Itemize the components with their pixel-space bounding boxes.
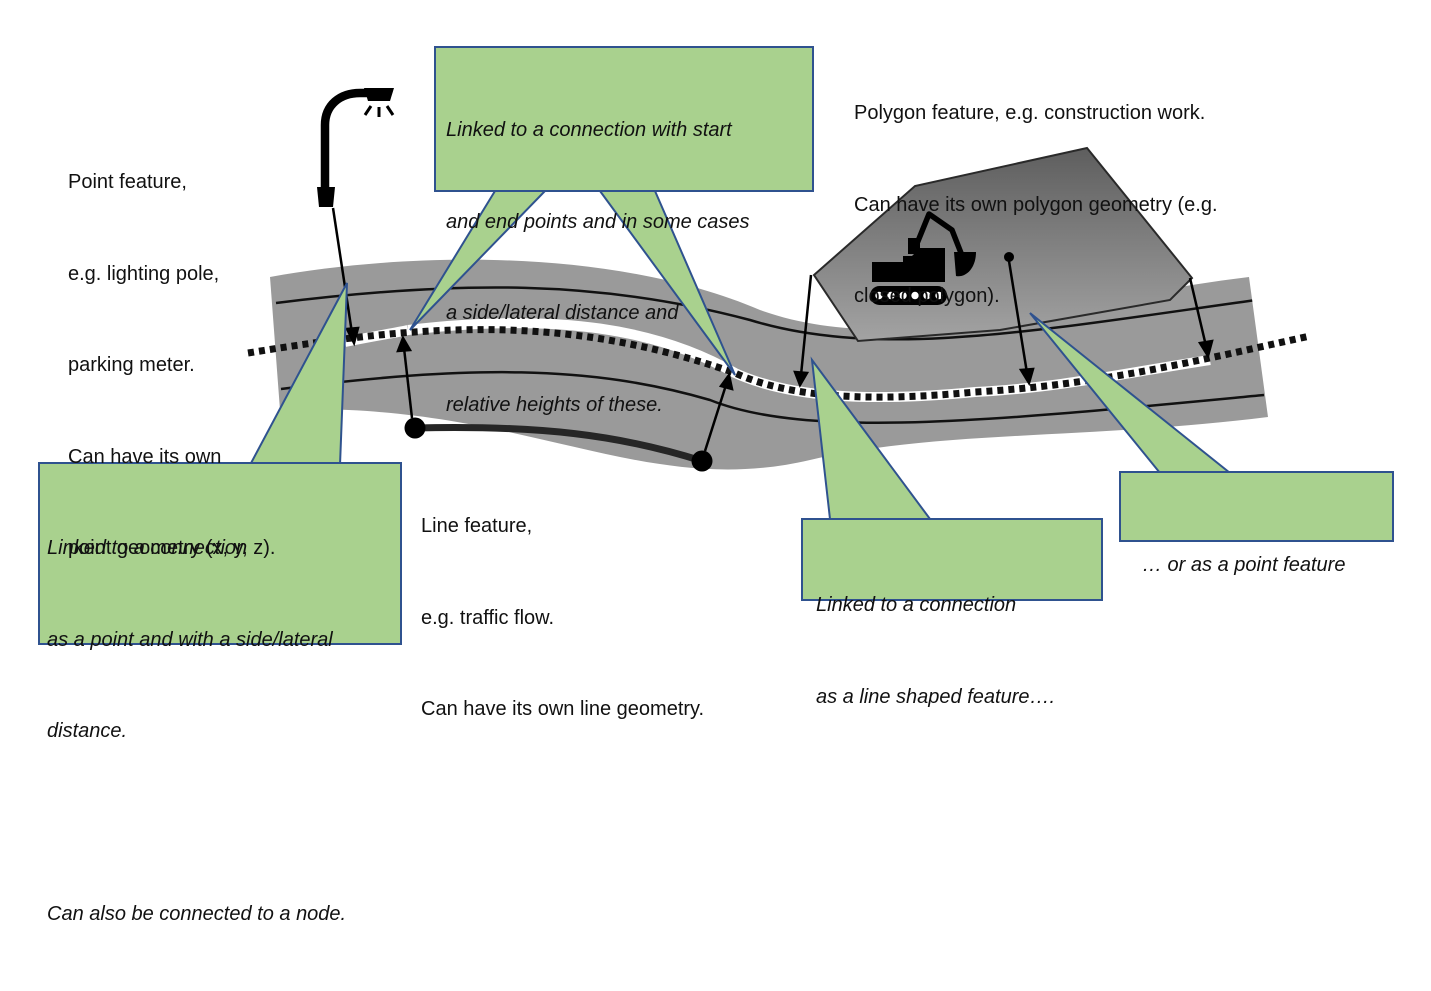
callout-connection-start-end-text: Linked to a connection with start and en…	[446, 54, 750, 481]
callout-line	[47, 808, 346, 839]
callout-line-link-text: Linked to a connection as a line shaped …	[816, 529, 1055, 773]
arrows	[331, 207, 1214, 452]
callout-point-link	[38, 462, 402, 645]
pole-arrow	[331, 207, 354, 334]
diagram-canvas: Linked to a connection with start and en…	[38, 37, 1394, 925]
callout-line: as a point and with a side/lateral	[47, 628, 333, 651]
line-end-arrow	[703, 384, 728, 452]
line-feature-end	[691, 450, 713, 472]
line-end-arrow-head	[718, 372, 734, 391]
callout-point-alt-text: … or as a point feature	[1142, 489, 1345, 642]
lighting-pole-icon	[317, 88, 395, 207]
pole-arrow-head	[345, 326, 360, 347]
polygon-point-arrow-head	[1018, 367, 1035, 387]
label-line: Point feature,	[68, 171, 187, 193]
callout-line: Linked to a connection	[47, 537, 248, 559]
line-start-arrow-head	[396, 335, 413, 353]
polygon-left-arrow-head	[793, 370, 810, 388]
label-line: point geometry (x, y, z).	[68, 537, 276, 559]
label-line: Can have its own polygon geometry (e.g.	[854, 193, 1218, 216]
callout-pointers	[248, 190, 1233, 520]
polygon-point-marker	[1004, 252, 1014, 262]
polygon-right-arrow	[1188, 277, 1208, 347]
label-line: Can have its own line geometry.	[421, 698, 705, 720]
callout-line: … or as a point feature	[1142, 554, 1346, 576]
callout-line: and end points and in some cases	[446, 210, 750, 233]
line-feature-label: Line feature, e.g. traffic flow. Can hav…	[421, 450, 704, 786]
callout-line: Linked to a connection with start	[446, 119, 732, 141]
excavator-icon	[870, 211, 976, 305]
lane-line-lower	[280, 370, 1265, 424]
diagram-graphics	[247, 88, 1311, 520]
callout-point-alt	[1119, 471, 1394, 542]
callout-line: as a line shaped feature….	[816, 685, 1056, 708]
label-line: e.g. lighting pole,	[68, 262, 220, 285]
callout-connection-start-end	[434, 46, 814, 192]
callout-line: relative heights of these.	[446, 393, 663, 416]
label-line: Polygon feature, e.g. construction work.	[854, 102, 1206, 124]
polygon-feature-label: Polygon feature, e.g. construction work.…	[854, 37, 1218, 373]
label-line: Can have its own	[68, 445, 222, 468]
callout-line: Linked to a connection	[816, 594, 1017, 616]
callout-line-link	[801, 518, 1103, 601]
callout-line: distance.	[47, 720, 128, 742]
polygon-right-arrow-head	[1197, 339, 1214, 360]
point-feature-label: Point feature, e.g. lighting pole, parki…	[68, 106, 275, 625]
label-line: e.g. traffic flow.	[421, 606, 555, 629]
label-line: parking meter.	[68, 354, 195, 376]
label-line: Line feature,	[421, 515, 533, 537]
callout-line: Can also be connected to a node.	[47, 903, 347, 925]
polygon-point-arrow	[1007, 260, 1029, 374]
line-feature	[414, 423, 704, 465]
label-line: closed polygon).	[854, 285, 1000, 307]
polygon-left-arrow	[799, 274, 813, 376]
line-start-arrow	[402, 347, 414, 419]
callout-line: a side/lateral distance and	[446, 302, 679, 324]
line-feature-start	[404, 417, 426, 439]
